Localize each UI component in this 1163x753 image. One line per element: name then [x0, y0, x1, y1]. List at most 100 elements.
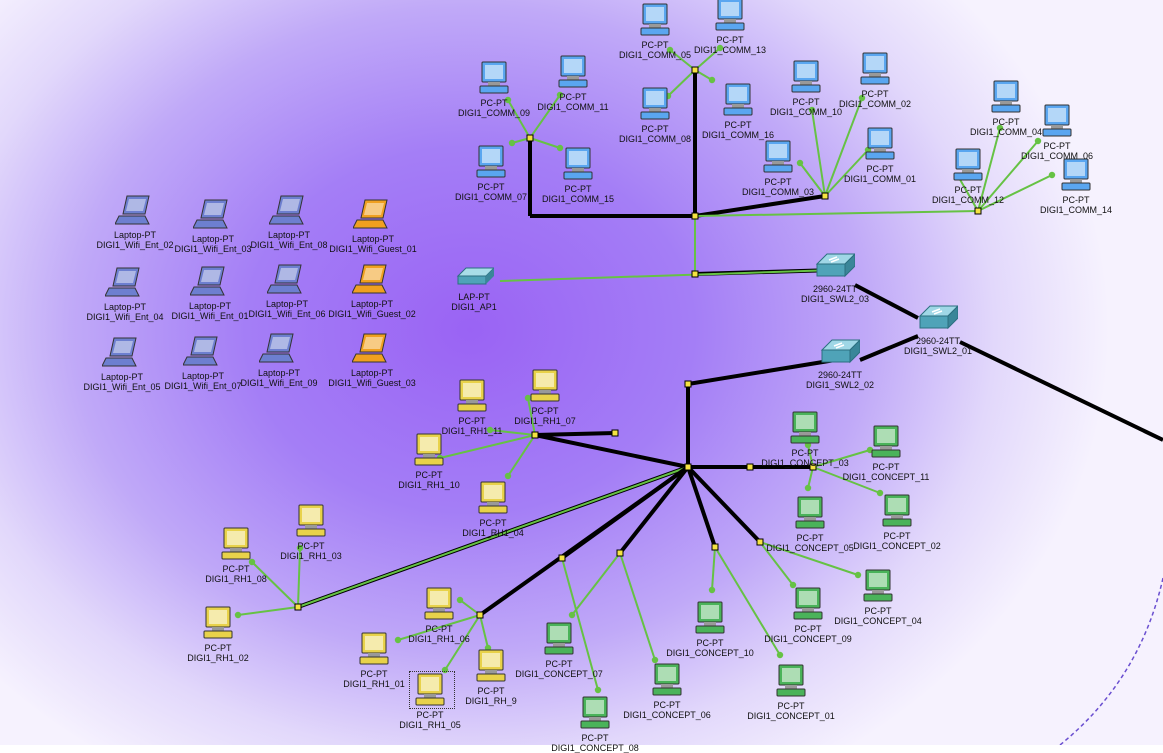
- trunk-link[interactable]: [618, 465, 690, 555]
- pc-icon[interactable]: [866, 424, 906, 460]
- access-link[interactable]: [527, 397, 536, 436]
- pc-icon[interactable]: [1037, 103, 1077, 139]
- junction-port[interactable]: [691, 212, 699, 220]
- pc-icon[interactable]: [473, 480, 513, 516]
- pc-icon[interactable]: [785, 410, 825, 446]
- trunk-link[interactable]: [686, 465, 762, 544]
- junction-port[interactable]: [616, 549, 624, 557]
- pc-icon[interactable]: [690, 600, 730, 636]
- junction-port[interactable]: [821, 192, 829, 200]
- access-link[interactable]: [812, 466, 881, 494]
- pc-icon[interactable]: [216, 526, 256, 562]
- junction-port[interactable]: [691, 66, 699, 74]
- access-link[interactable]: [957, 175, 979, 212]
- pc-icon[interactable]: [1056, 157, 1096, 193]
- access-link[interactable]: [251, 561, 299, 608]
- switch-icon[interactable]: [815, 246, 857, 282]
- pc-icon[interactable]: [471, 144, 511, 180]
- access-link[interactable]: [619, 552, 656, 661]
- junction-port[interactable]: [558, 554, 566, 562]
- junction-port[interactable]: [691, 270, 699, 278]
- trunk-link[interactable]: [854, 283, 919, 320]
- trunk-link[interactable]: [534, 433, 689, 469]
- pc-icon[interactable]: [710, 0, 750, 33]
- laptop-icon[interactable]: [268, 192, 309, 228]
- access-link[interactable]: [667, 69, 696, 97]
- pc-icon[interactable]: [419, 586, 459, 622]
- laptop-icon[interactable]: [352, 196, 393, 232]
- access-link[interactable]: [499, 269, 836, 282]
- access-link[interactable]: [297, 466, 689, 608]
- access-link[interactable]: [811, 109, 826, 197]
- access-link[interactable]: [759, 541, 859, 576]
- pc-icon[interactable]: [860, 126, 900, 162]
- junction-port[interactable]: [974, 207, 982, 215]
- pc-icon[interactable]: [474, 60, 514, 96]
- access-link[interactable]: [529, 137, 561, 149]
- pc-icon[interactable]: [575, 695, 615, 731]
- junction-port[interactable]: [611, 429, 619, 437]
- trunk-link[interactable]: [687, 358, 836, 386]
- pc-icon[interactable]: [291, 503, 331, 539]
- access-link[interactable]: [489, 429, 536, 436]
- access-link[interactable]: [694, 47, 721, 71]
- junction-port[interactable]: [746, 463, 754, 471]
- laptop-icon[interactable]: [114, 192, 155, 228]
- laptop-icon[interactable]: [182, 333, 223, 369]
- access-link[interactable]: [479, 614, 489, 649]
- junction-port[interactable]: [756, 538, 764, 546]
- junction-port[interactable]: [526, 134, 534, 142]
- access-link[interactable]: [694, 210, 979, 217]
- access-link[interactable]: [444, 614, 481, 671]
- pc-icon[interactable]: [718, 82, 758, 118]
- access-link[interactable]: [711, 546, 716, 591]
- pc-icon[interactable]: [635, 2, 675, 38]
- access-link[interactable]: [799, 162, 826, 197]
- pc-icon[interactable]: [539, 621, 579, 657]
- pc-icon[interactable]: [948, 147, 988, 183]
- laptop-icon[interactable]: [351, 330, 392, 366]
- access-link[interactable]: [812, 449, 871, 468]
- access-link[interactable]: [977, 174, 1053, 212]
- access-link[interactable]: [507, 434, 536, 477]
- access-link[interactable]: [977, 127, 1001, 212]
- pc-icon[interactable]: [758, 139, 798, 175]
- access-link[interactable]: [807, 444, 814, 468]
- access-link[interactable]: [759, 541, 794, 586]
- pc-icon[interactable]: [858, 568, 898, 604]
- junction-port[interactable]: [531, 431, 539, 439]
- laptop-icon[interactable]: [101, 334, 142, 370]
- pc-icon[interactable]: [471, 648, 511, 684]
- junction-port[interactable]: [809, 463, 817, 471]
- trunk-link[interactable]: [686, 466, 717, 548]
- pc-icon[interactable]: [525, 368, 565, 404]
- access-link[interactable]: [561, 557, 599, 691]
- access-link[interactable]: [571, 552, 621, 616]
- trunk-link[interactable]: [694, 194, 826, 218]
- pc-icon[interactable]: [877, 493, 917, 529]
- laptop-icon[interactable]: [351, 261, 392, 297]
- access-link[interactable]: [297, 547, 301, 608]
- pc-icon[interactable]: [986, 79, 1026, 115]
- access-link[interactable]: [977, 140, 1039, 212]
- access-link[interactable]: [529, 94, 561, 139]
- laptop-icon[interactable]: [266, 261, 307, 297]
- trunk-link[interactable]: [959, 340, 1163, 442]
- laptop-icon[interactable]: [189, 263, 230, 299]
- pc-icon[interactable]: [410, 672, 450, 708]
- junction-port[interactable]: [294, 603, 302, 611]
- access-link[interactable]: [439, 434, 536, 459]
- laptop-icon[interactable]: [258, 330, 299, 366]
- pc-icon[interactable]: [354, 631, 394, 667]
- pc-icon[interactable]: [790, 495, 830, 531]
- pc-icon[interactable]: [855, 51, 895, 87]
- pc-icon[interactable]: [409, 432, 449, 468]
- pc-icon[interactable]: [786, 59, 826, 95]
- pc-icon[interactable]: [788, 586, 828, 622]
- access-link[interactable]: [237, 606, 299, 616]
- laptop-icon[interactable]: [192, 196, 233, 232]
- access-link[interactable]: [669, 49, 696, 71]
- pc-icon[interactable]: [553, 54, 593, 90]
- pc-icon[interactable]: [771, 663, 811, 699]
